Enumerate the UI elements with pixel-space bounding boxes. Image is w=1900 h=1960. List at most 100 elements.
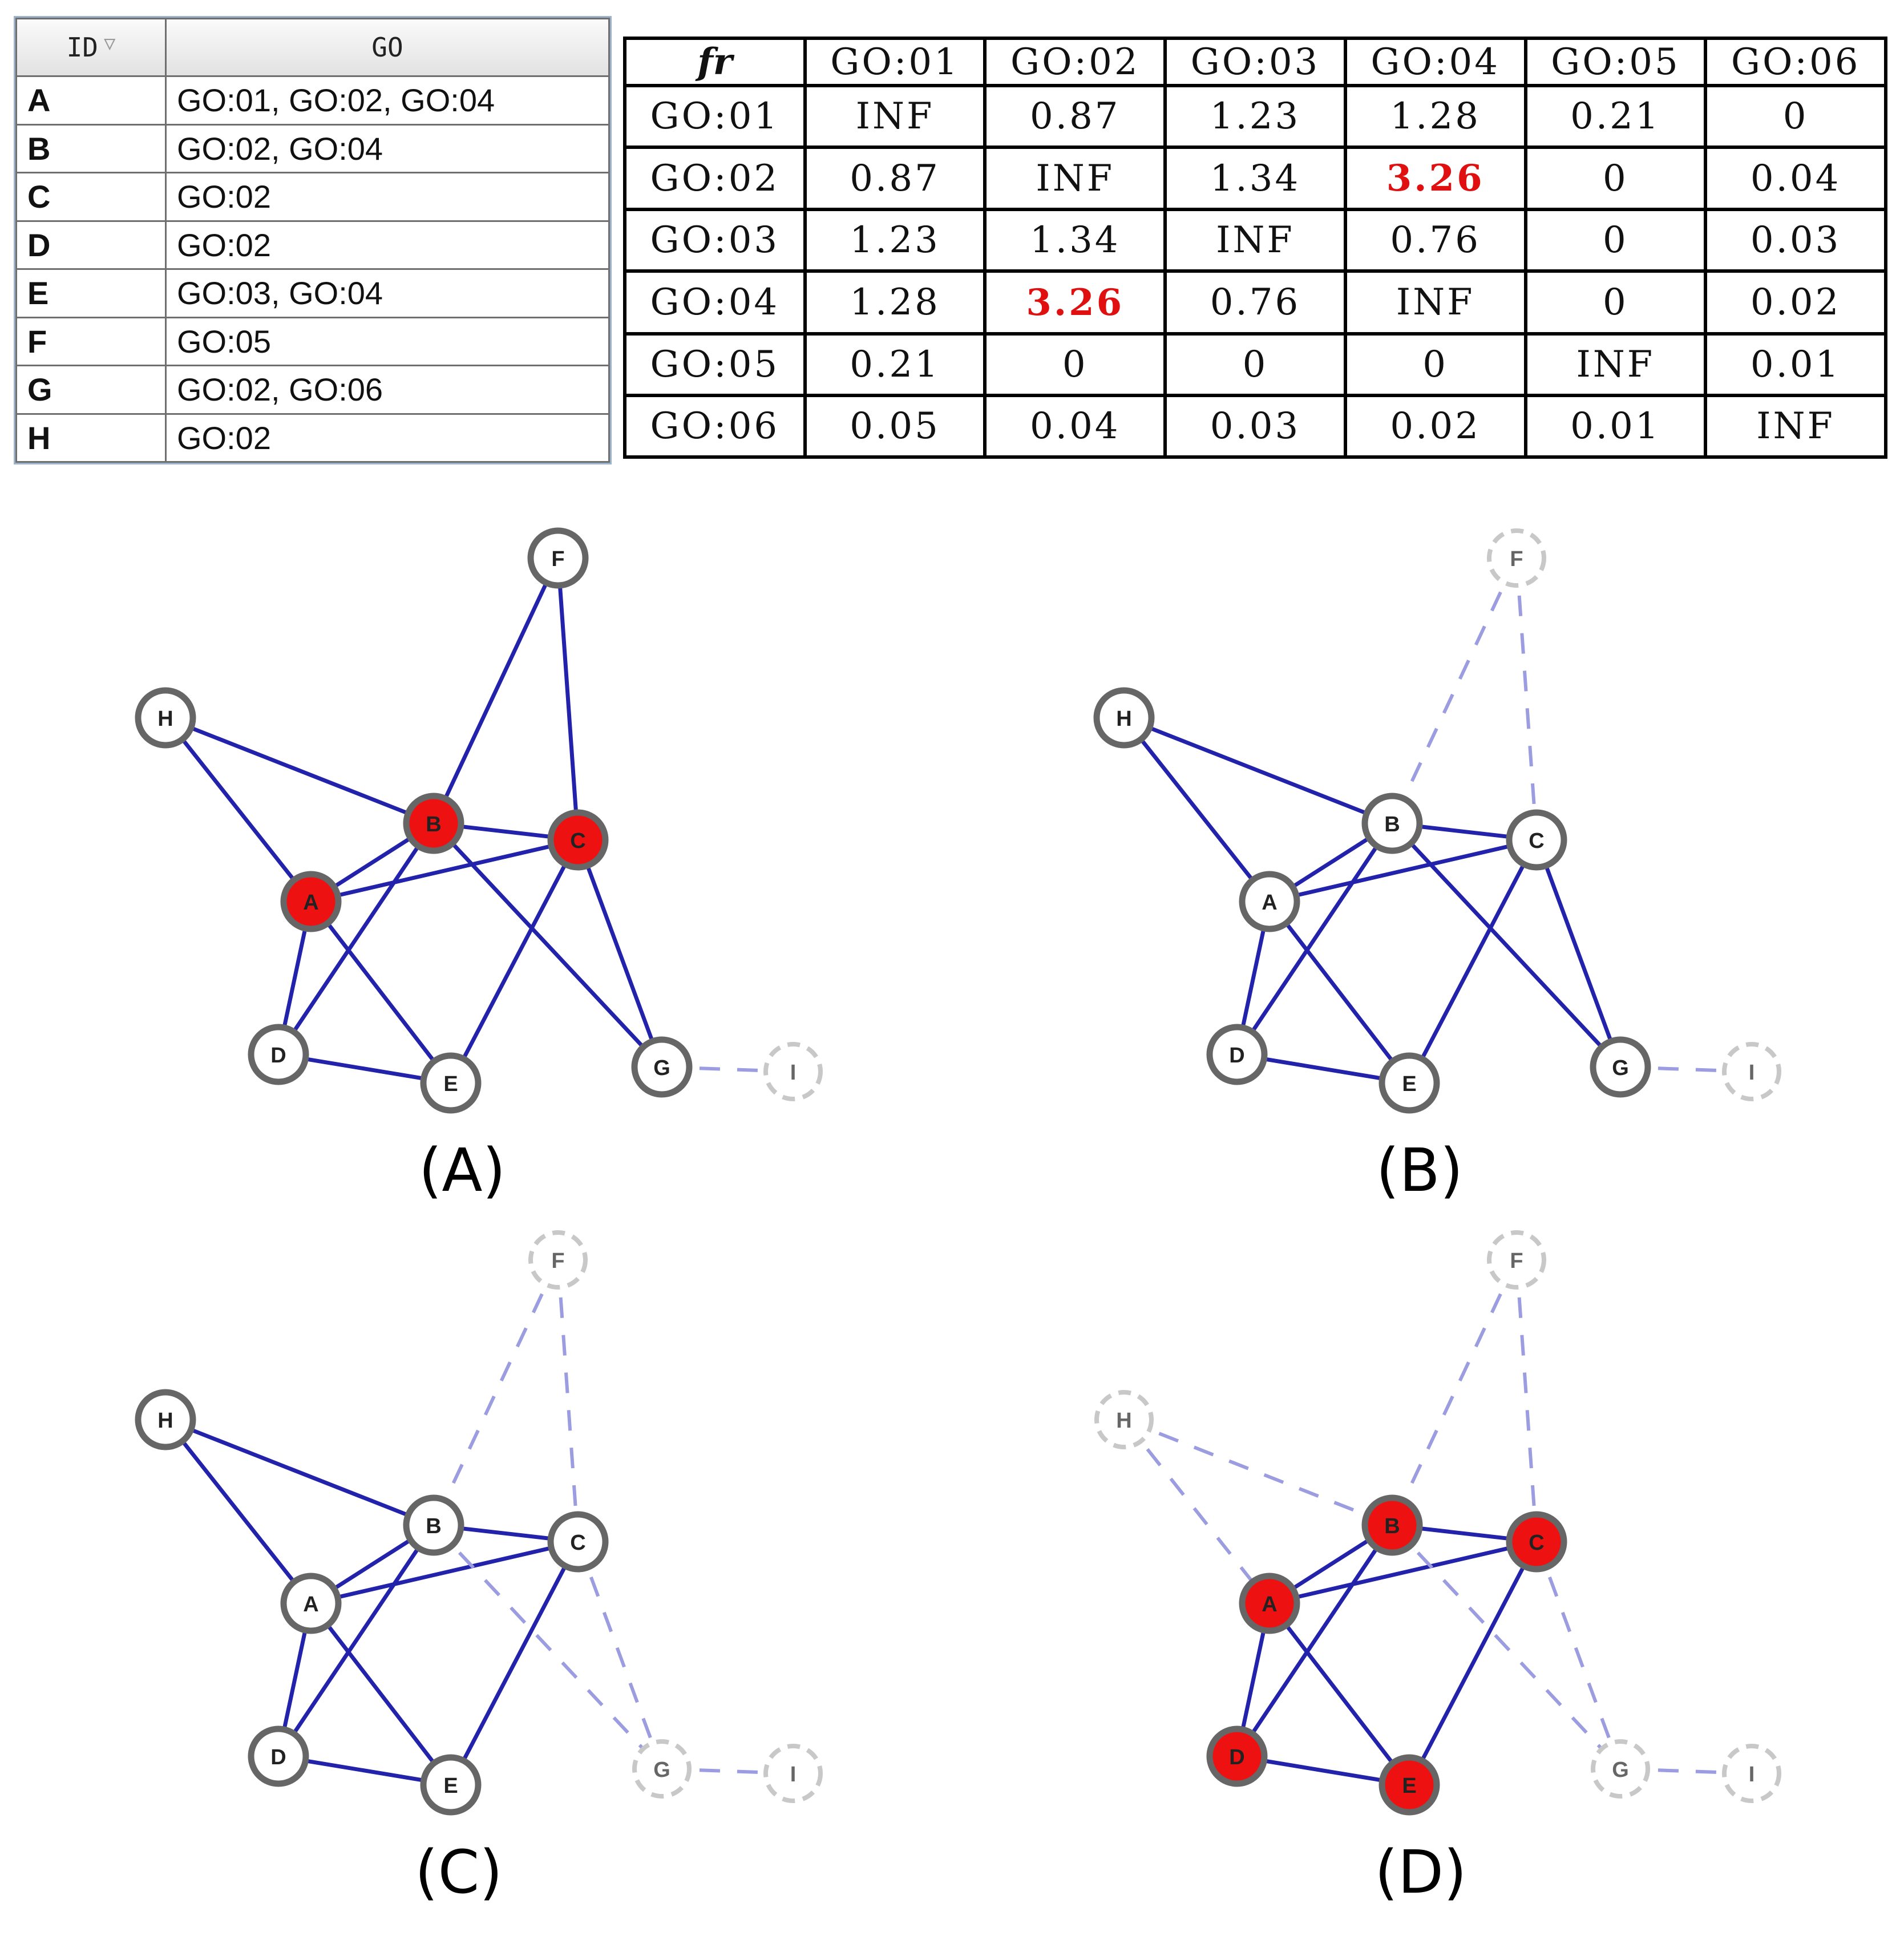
node-label: G <box>653 1758 670 1782</box>
node-g: G <box>631 1036 693 1098</box>
go-table-header-row: ID▽ GO <box>15 18 610 77</box>
node-label: A <box>303 891 318 915</box>
edge-a-c <box>1269 838 1537 904</box>
edge-h-b <box>164 716 435 826</box>
fr-matrix-cell: 1.23 <box>803 208 987 273</box>
fr-matrix-cell: INF <box>1523 332 1708 397</box>
go-table-cell-go: GO:02 <box>165 413 610 463</box>
node-circle <box>632 1739 692 1799</box>
node-label: G <box>1612 1758 1629 1782</box>
go-table-header-go[interactable]: GO <box>165 18 610 77</box>
fr-matrix-column-header: GO:04 <box>1343 37 1527 87</box>
node-circle <box>403 1494 464 1556</box>
fr-matrix-cell: 0.01 <box>1523 393 1708 459</box>
node-circle <box>547 809 609 871</box>
node-label: E <box>1402 1072 1416 1096</box>
edge-f-b <box>431 557 560 825</box>
go-table-cell-go: GO:03, GO:04 <box>165 268 610 318</box>
node-a: A <box>1239 1573 1300 1634</box>
node-a: A <box>1239 871 1300 932</box>
node-label: F <box>551 1249 564 1273</box>
edge-c-g <box>576 1541 664 1770</box>
edge-h-b <box>1123 1418 1393 1527</box>
node-d: D <box>1206 1725 1268 1787</box>
node-circle <box>1487 528 1546 588</box>
fr-matrix-cell: 1.34 <box>1163 146 1347 212</box>
node-label: F <box>1510 547 1523 571</box>
node-label: B <box>1384 1514 1400 1538</box>
edge-h-a <box>164 716 313 903</box>
edge-a-e <box>1268 1602 1411 1787</box>
edge-c-e <box>1407 1541 1539 1786</box>
node-label: B <box>426 1514 441 1538</box>
fr-matrix-cell: 0.87 <box>983 83 1167 149</box>
go-table-header-id[interactable]: ID▽ <box>15 18 167 77</box>
node-label: A <box>1262 1593 1277 1617</box>
node-circle <box>248 1024 309 1085</box>
sort-arrow-icon[interactable]: ▽ <box>103 32 116 55</box>
node-label: I <box>1749 1061 1755 1085</box>
panel-caption-d: (D) <box>1375 1837 1467 1907</box>
fr-matrix-cell: 0 <box>1343 332 1527 397</box>
node-label: E <box>443 1774 458 1798</box>
node-circle <box>1506 809 1567 871</box>
node-label: C <box>1529 1531 1544 1555</box>
go-table-cell-id: H <box>15 413 167 463</box>
node-circle <box>135 1389 196 1450</box>
edge-h-b <box>1123 716 1393 826</box>
fr-matrix-column-header: GO:05 <box>1523 37 1708 87</box>
edge-b-d <box>277 1524 435 1757</box>
node-h: H <box>1094 1390 1154 1449</box>
node-circle <box>1378 1052 1440 1114</box>
fr-matrix-column-header: GO:03 <box>1163 37 1347 87</box>
node-c: C <box>1506 1511 1567 1573</box>
edge-h-a <box>164 1418 313 1605</box>
panel-caption-b: (B) <box>1376 1135 1464 1205</box>
edge-f-b <box>432 1259 560 1526</box>
node-circle <box>280 1573 342 1634</box>
edge-c-g <box>1535 1541 1622 1770</box>
fr-matrix-cell: 0.02 <box>1704 269 1887 336</box>
fr-matrix-cell: 0 <box>1523 208 1708 273</box>
edge-f-c <box>1515 1259 1538 1542</box>
node-circle <box>1206 1024 1268 1085</box>
node-label: F <box>551 547 564 571</box>
fr-matrix-row-label: GO:02 <box>623 146 807 212</box>
fr-matrix-cell: INF <box>1704 393 1887 459</box>
node-label: H <box>1116 707 1131 731</box>
fr-matrix-cell: 1.23 <box>1163 83 1347 149</box>
node-label: D <box>1229 1044 1244 1068</box>
go-table-cell-go: GO:01, GO:02, GO:04 <box>165 75 610 126</box>
node-f: F <box>1487 1230 1546 1290</box>
fr-matrix-column-header: GO:01 <box>803 37 987 87</box>
node-circle <box>1239 1573 1300 1634</box>
node-h: H <box>135 1389 196 1450</box>
fr-matrix-cell: 0 <box>1523 146 1708 212</box>
go-table-cell-id: D <box>15 220 167 270</box>
go-table-cell-go: GO:02 <box>165 220 610 270</box>
node-circle <box>1487 1230 1546 1290</box>
fr-matrix-cell: 0.04 <box>983 393 1167 459</box>
node-i: I <box>1722 1042 1781 1101</box>
fr-matrix-cell: 0.21 <box>803 332 987 397</box>
node-g: G <box>1591 1739 1650 1799</box>
node-i: I <box>763 1042 823 1101</box>
node-a: A <box>280 1573 342 1634</box>
node-label: B <box>1384 813 1400 836</box>
node-circle <box>1093 687 1155 749</box>
fr-matrix-row-label: GO:01 <box>623 83 807 149</box>
